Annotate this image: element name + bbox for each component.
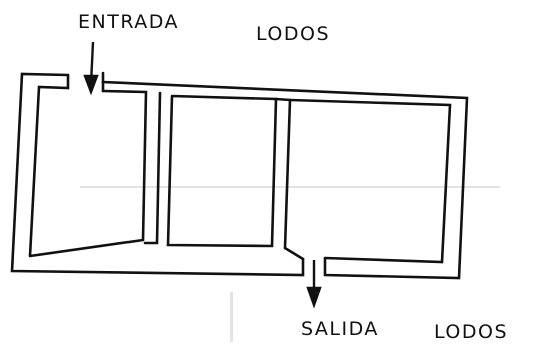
outer-wall xyxy=(10,71,469,280)
chamber-2 xyxy=(166,94,278,248)
inlet-label: ENTRADA xyxy=(78,11,180,33)
inlet-arrow xyxy=(83,41,99,96)
ghost-line xyxy=(80,186,500,188)
chamber-1 xyxy=(28,89,148,258)
inlet-sludge-label: LODOS xyxy=(256,23,331,45)
partition-2 xyxy=(283,98,305,261)
outlet-label: SALIDA xyxy=(301,318,379,340)
chamber-3-top xyxy=(274,97,292,102)
partition-1 xyxy=(143,91,162,245)
outlet-sludge-label: LODOS xyxy=(434,321,509,343)
chamber-3 xyxy=(288,98,452,264)
outlet-arrow xyxy=(306,260,322,309)
outer-wall-inner xyxy=(28,73,70,258)
ghost-line xyxy=(230,292,233,342)
